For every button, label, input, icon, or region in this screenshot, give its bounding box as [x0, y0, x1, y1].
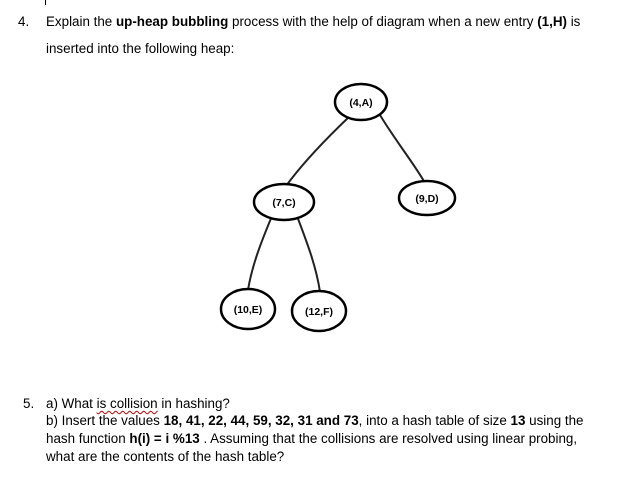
question-5-part-b-line-3: what are the contents of the hash table?	[46, 449, 285, 464]
heap-node-leftright: (12,F)	[290, 289, 348, 333]
q5b-hash-function: h(i) = i %13	[129, 431, 200, 446]
heap-node-leftleft-label: (10,E)	[234, 304, 263, 316]
heap-node-root-label: (4,A)	[349, 97, 372, 109]
edge-left-leftleft	[247, 215, 273, 291]
q4-new-entry: (1,H)	[537, 14, 567, 29]
q5b-size: 13	[510, 413, 526, 428]
question-5-part-b-line-1: b) Insert the values 18, 41, 22, 44, 59,…	[46, 410, 584, 431]
q5a-text-2: in hashing?	[157, 396, 230, 411]
heap-node-root: (4,A)	[333, 82, 389, 122]
q5b-text-1: b) Insert the values	[46, 413, 164, 428]
heap-node-right-label: (9,D)	[415, 193, 438, 205]
heap-node-leftright-label: (12,F)	[305, 306, 333, 318]
heap-node-left-label: (7,C)	[272, 197, 295, 209]
q5b-text-2: , into a hash table of size	[358, 413, 511, 428]
heap-node-leftleft: (10,E)	[219, 287, 277, 331]
q4-term-upheap: up-heap bubbling	[115, 14, 229, 29]
edge-root-right	[379, 114, 426, 184]
q5a-spellcheck-text: is collision	[96, 396, 158, 411]
q4-text-2: process with the help of diagram when a …	[228, 14, 538, 29]
question-5-part-b-line-2: hash function h(i) = i %13 . Assuming th…	[46, 428, 577, 449]
edge-root-left	[285, 115, 351, 187]
q4-text-1: Explain the	[46, 14, 116, 29]
question-5-part-a: a) What is collision in hashing?	[46, 393, 230, 414]
q4-text-3: is	[566, 14, 581, 29]
page-edge-mark	[45, 0, 46, 5]
q5b-values: 18, 41, 22, 44, 59, 32, 31 and 73	[163, 413, 359, 428]
heap-node-left: (7,C)	[252, 182, 316, 222]
q5b-text-4: hash function	[46, 431, 130, 446]
question-5-number: 5.	[23, 396, 35, 411]
q5b-text-3: using the	[525, 413, 584, 428]
q5b-text-5: . Assuming that the collisions are resol…	[199, 431, 578, 446]
edge-left-leftright	[296, 215, 321, 293]
q5a-text-1: a) What	[46, 396, 97, 411]
question-4-line-1: Explain the up-heap bubbling process wit…	[46, 11, 580, 32]
question-4-line-2: inserted into the following heap:	[46, 41, 235, 56]
heap-node-right: (9,D)	[397, 179, 457, 217]
question-4-number: 4.	[18, 14, 30, 29]
